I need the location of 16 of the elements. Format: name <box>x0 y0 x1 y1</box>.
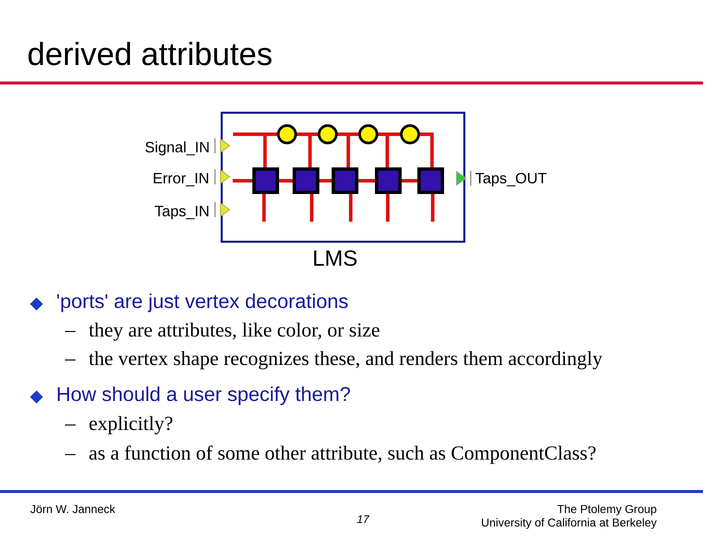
sub-bullet-text: explicitly? <box>90 416 172 434</box>
port-label: Error_IN <box>154 172 208 186</box>
sub-bullet-text: they are attributes, like color, or size <box>88 322 380 341</box>
footer-text: University of California at Berkeley <box>482 518 657 529</box>
actor-name: LMS <box>314 250 357 266</box>
sub-bullet-text: as a function of some other attribute, such as ComponentClass? <box>89 446 596 464</box>
port-label: Taps_OUT <box>476 172 547 186</box>
bullet-text: How should a user specify them? <box>58 386 350 406</box>
author-name: Jörn W. Janneck <box>30 504 116 514</box>
bullet-text: 'ports' are just vertex decorations <box>57 294 348 312</box>
port-label: Signal_IN <box>145 141 209 156</box>
slide-title: derived attributes <box>28 42 272 66</box>
port-label: Taps_IN <box>154 206 208 220</box>
page-number: 17 <box>357 515 370 523</box>
sub-bullet-text: the vertex shape recognizes these, and renders them accordingly <box>88 351 602 370</box>
footer-text: The Ptolemy Group <box>557 504 656 516</box>
